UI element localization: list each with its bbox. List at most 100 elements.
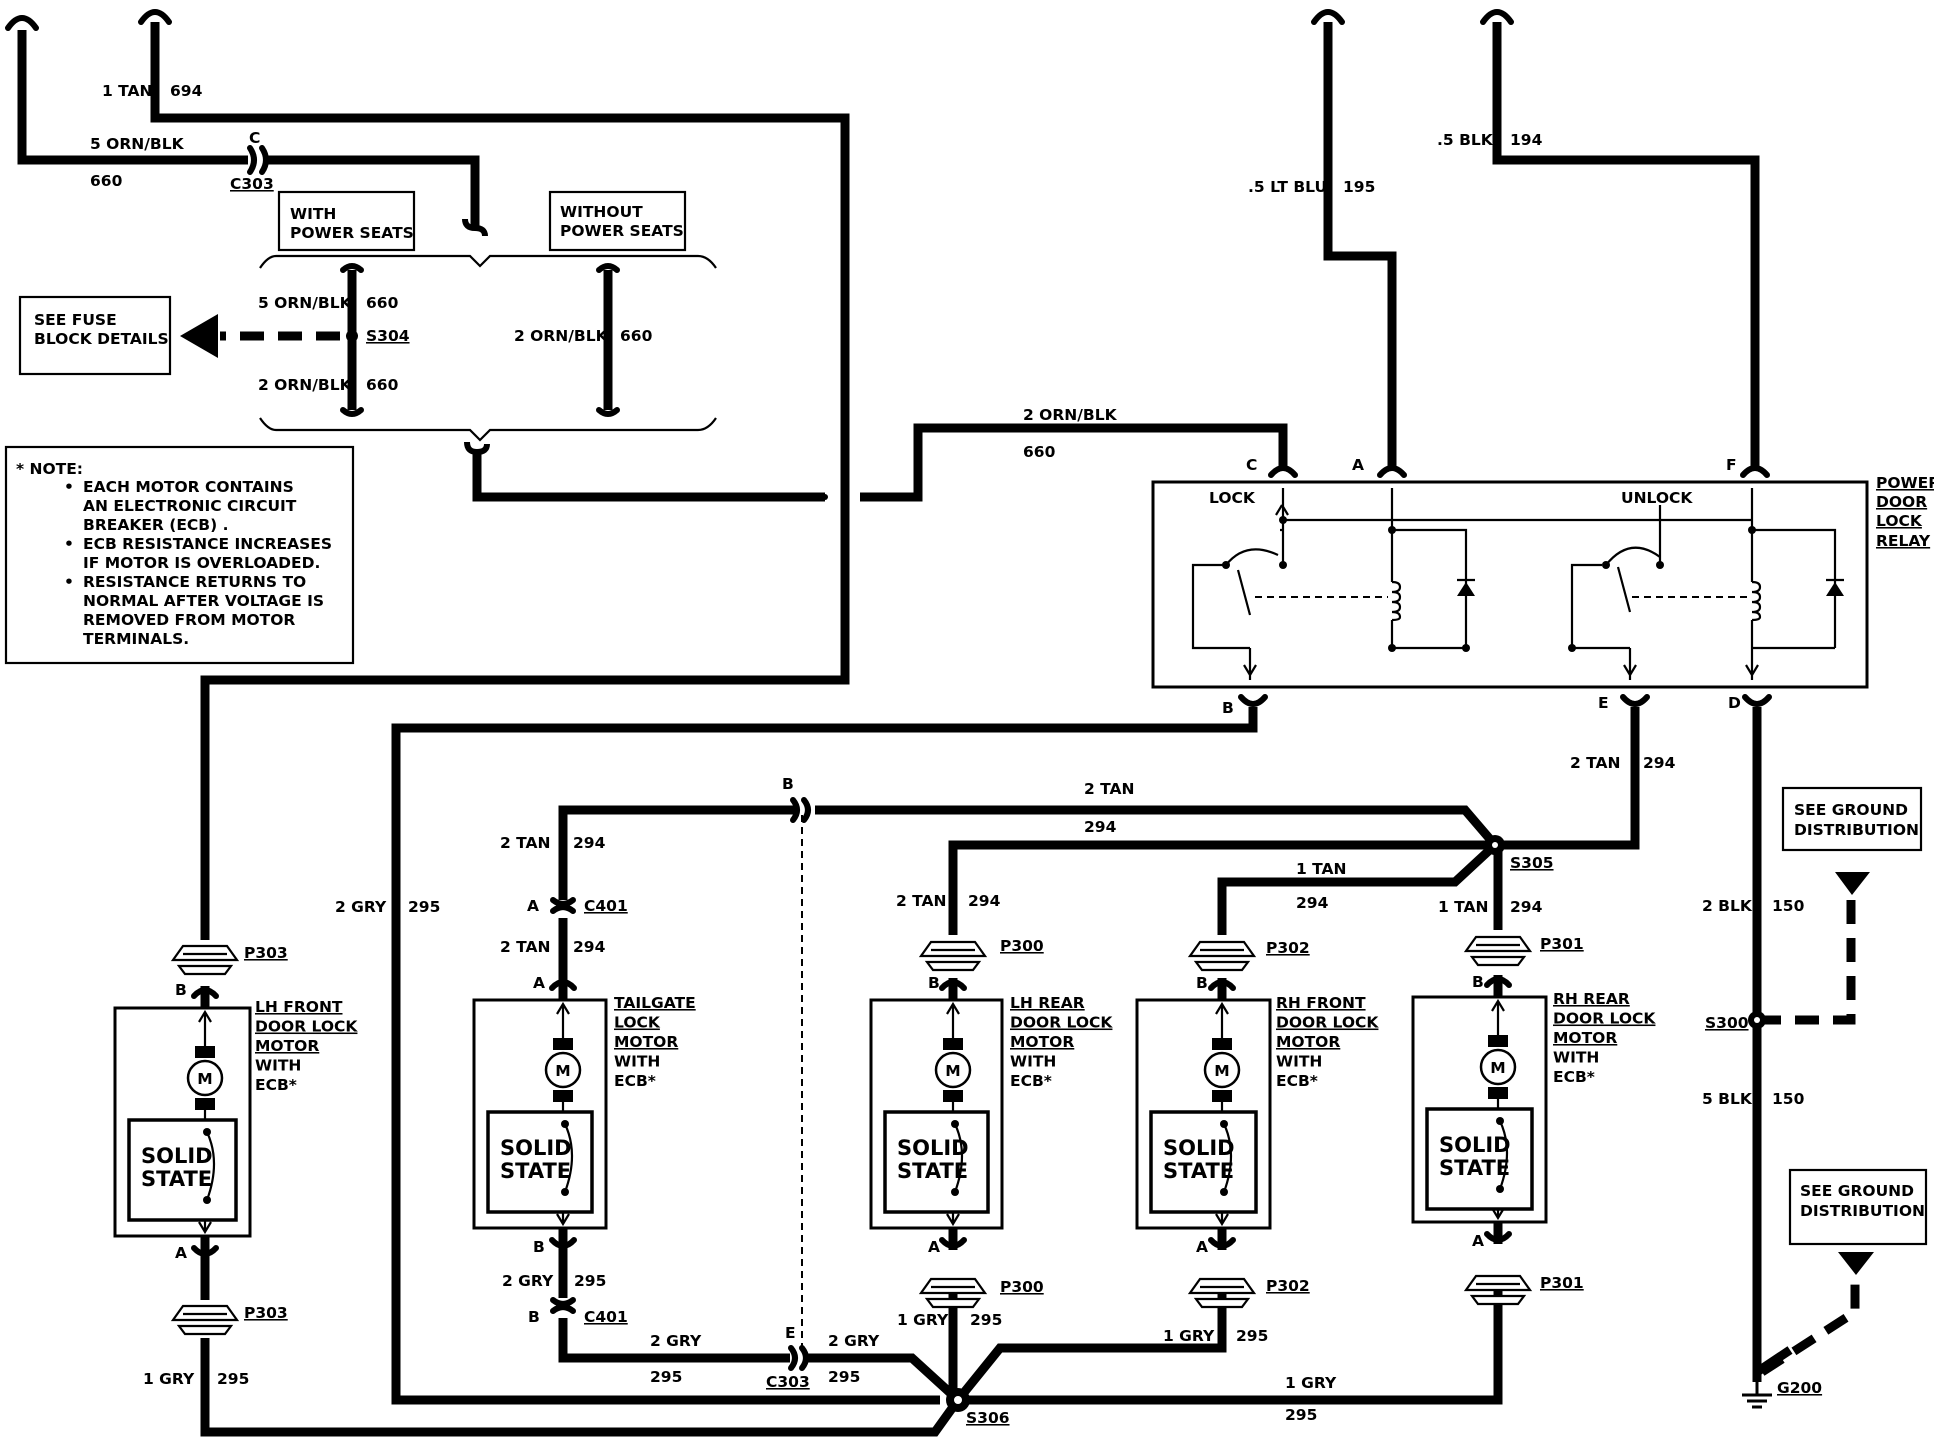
motor-label-line: LH REAR (1010, 994, 1085, 1012)
wire-ground-dashed-2 (1759, 1275, 1860, 1376)
motor-pin-top: B (175, 981, 187, 999)
motor-pin-bottom: B (533, 1238, 545, 1256)
crossover-bottom (464, 441, 490, 455)
relay-dot-6 (1656, 561, 1664, 569)
motor-pin-bottom: A (175, 1244, 187, 1262)
wire-294-rh-rear (1491, 842, 1503, 930)
motor-label-line: WITH (1010, 1053, 1056, 1071)
connector-p302 (1187, 940, 1257, 958)
connector-base (924, 1297, 982, 1309)
wire-orn-blk-660-top (17, 30, 248, 165)
label-noseat-circuit: 660 (620, 327, 653, 345)
motor-label-line: WITH (255, 1057, 301, 1075)
motor-pin-cap-bottom (1484, 1231, 1512, 1243)
relay-title-4: RELAY (1876, 532, 1931, 550)
motor-label-line: ECB* (255, 1076, 297, 1094)
note-line: NORMAL AFTER VOLTAGE IS (83, 592, 324, 610)
relay-dot-8 (1568, 644, 1576, 652)
solid-state-switch (1222, 1123, 1233, 1193)
label-gry-b-circuit: 295 (408, 898, 440, 916)
motor-m-label: M (1214, 1062, 1229, 1080)
motor-brush-top (195, 1046, 215, 1058)
motor-m-label: M (197, 1070, 212, 1088)
relay-diode-right (1826, 582, 1844, 596)
wire-gry-c303-s306 (808, 1353, 962, 1404)
c303-top-jaw-right (259, 145, 269, 175)
with-seats-cap-bottom (340, 407, 364, 417)
motor-label-line: MOTOR (1010, 1033, 1074, 1051)
relay-switch-arc-left (1225, 548, 1279, 566)
connector-base (1193, 960, 1251, 972)
motor-internal-lines (556, 1001, 570, 1227)
label-s300: S300 (1705, 1014, 1749, 1032)
motor-label-line: WITH (1276, 1053, 1322, 1071)
motor-pin-top: B (1472, 973, 1484, 991)
connector-p303 (170, 1304, 240, 1322)
wire-gry-lhfront-s306 (200, 1338, 962, 1437)
motor-m-circle (934, 1051, 972, 1089)
label-ground1-line1: SEE GROUND (1794, 801, 1908, 819)
wire-end-2 (138, 9, 172, 25)
label-rhrear-circuit: 294 (1510, 898, 1543, 916)
solid-state-dot-bottom (951, 1188, 959, 1196)
motor-label-line: RH REAR (1553, 990, 1630, 1008)
label-lhrear-gauge: 2 TAN (896, 892, 947, 910)
label-c303e-left-circuit: 295 (650, 1368, 682, 1386)
label-without-seats-1: WITHOUT (560, 203, 643, 221)
motor-label-line: TAILGATE (614, 994, 696, 1012)
wires (17, 22, 1860, 1437)
motor-label-line: ECB* (1553, 1068, 1595, 1086)
relay-lock-label: LOCK (1209, 489, 1256, 507)
relay-dot-3 (1388, 526, 1396, 534)
relay-pin-b: B (1222, 699, 1234, 717)
motor-label-line: DOOR LOCK (1553, 1010, 1656, 1028)
connector-base (1469, 955, 1527, 967)
fuse-note-line-1: SEE FUSE (34, 311, 117, 329)
relay-pin-a: A (1352, 456, 1364, 474)
solid-state-line-1: SOLID (500, 1136, 572, 1160)
power-door-lock-relay: LOCK UNLOCK C A F B E D POWER DOOR LOCK … (1151, 456, 1934, 717)
solid-state-switch (205, 1131, 216, 1201)
wire-orn-blk-660-relay (860, 423, 1288, 502)
wire-crossovers (462, 218, 828, 500)
motor-brush-bottom (943, 1090, 963, 1102)
relay-diode-left (1457, 582, 1475, 596)
label-s304: S304 (366, 327, 410, 345)
motor-label-line: LH FRONT (255, 998, 343, 1016)
connector-base (176, 964, 234, 976)
solid-state-box (1425, 1107, 1534, 1211)
motor-brush-bottom (553, 1090, 573, 1102)
wire-294-lh-rear (948, 840, 1495, 935)
label-tan294-relay-gauge: 2 TAN (1570, 754, 1621, 772)
relay-pin-e: E (1598, 694, 1609, 712)
label-without-seats-2: POWER SEATS (560, 222, 684, 240)
wire-orn-blk-660-lower (472, 452, 825, 502)
wire-blk-194 (1492, 22, 1760, 470)
solid-state-switch (953, 1123, 964, 1193)
note-heading: * NOTE: (16, 460, 83, 478)
motor-pin-bottom: A (1472, 1232, 1484, 1250)
label-relay-in-gauge: 2 ORN/BLK (1023, 406, 1118, 424)
splice-s306-core (954, 1396, 962, 1404)
label-s305: S305 (1510, 854, 1554, 872)
splice-s304 (346, 330, 358, 342)
label-blk150b-gauge: 5 BLK (1702, 1090, 1753, 1108)
relay-dot-5 (1462, 644, 1470, 652)
label-tail-gry-gauge: 2 GRY (502, 1272, 554, 1290)
solid-state-line-2: STATE (897, 1159, 968, 1183)
label-ground1-line2: DISTRIBUTION (1794, 821, 1919, 839)
motor-label-line: DOOR LOCK (1276, 1014, 1379, 1032)
label-with-seats-1: WITH (290, 205, 336, 223)
solid-state-line-2: STATE (1439, 1156, 1510, 1180)
label-orn-top-circuit: 660 (90, 172, 123, 190)
note-line: REMOVED FROM MOTOR (83, 611, 295, 629)
wire-tan-294-tailgate (558, 805, 795, 900)
motor-label-line: MOTOR (255, 1037, 319, 1055)
motor-brush-top (943, 1038, 963, 1050)
motor-brush-bottom (1488, 1087, 1508, 1099)
note-line: RESISTANCE RETURNS TO (83, 573, 306, 591)
